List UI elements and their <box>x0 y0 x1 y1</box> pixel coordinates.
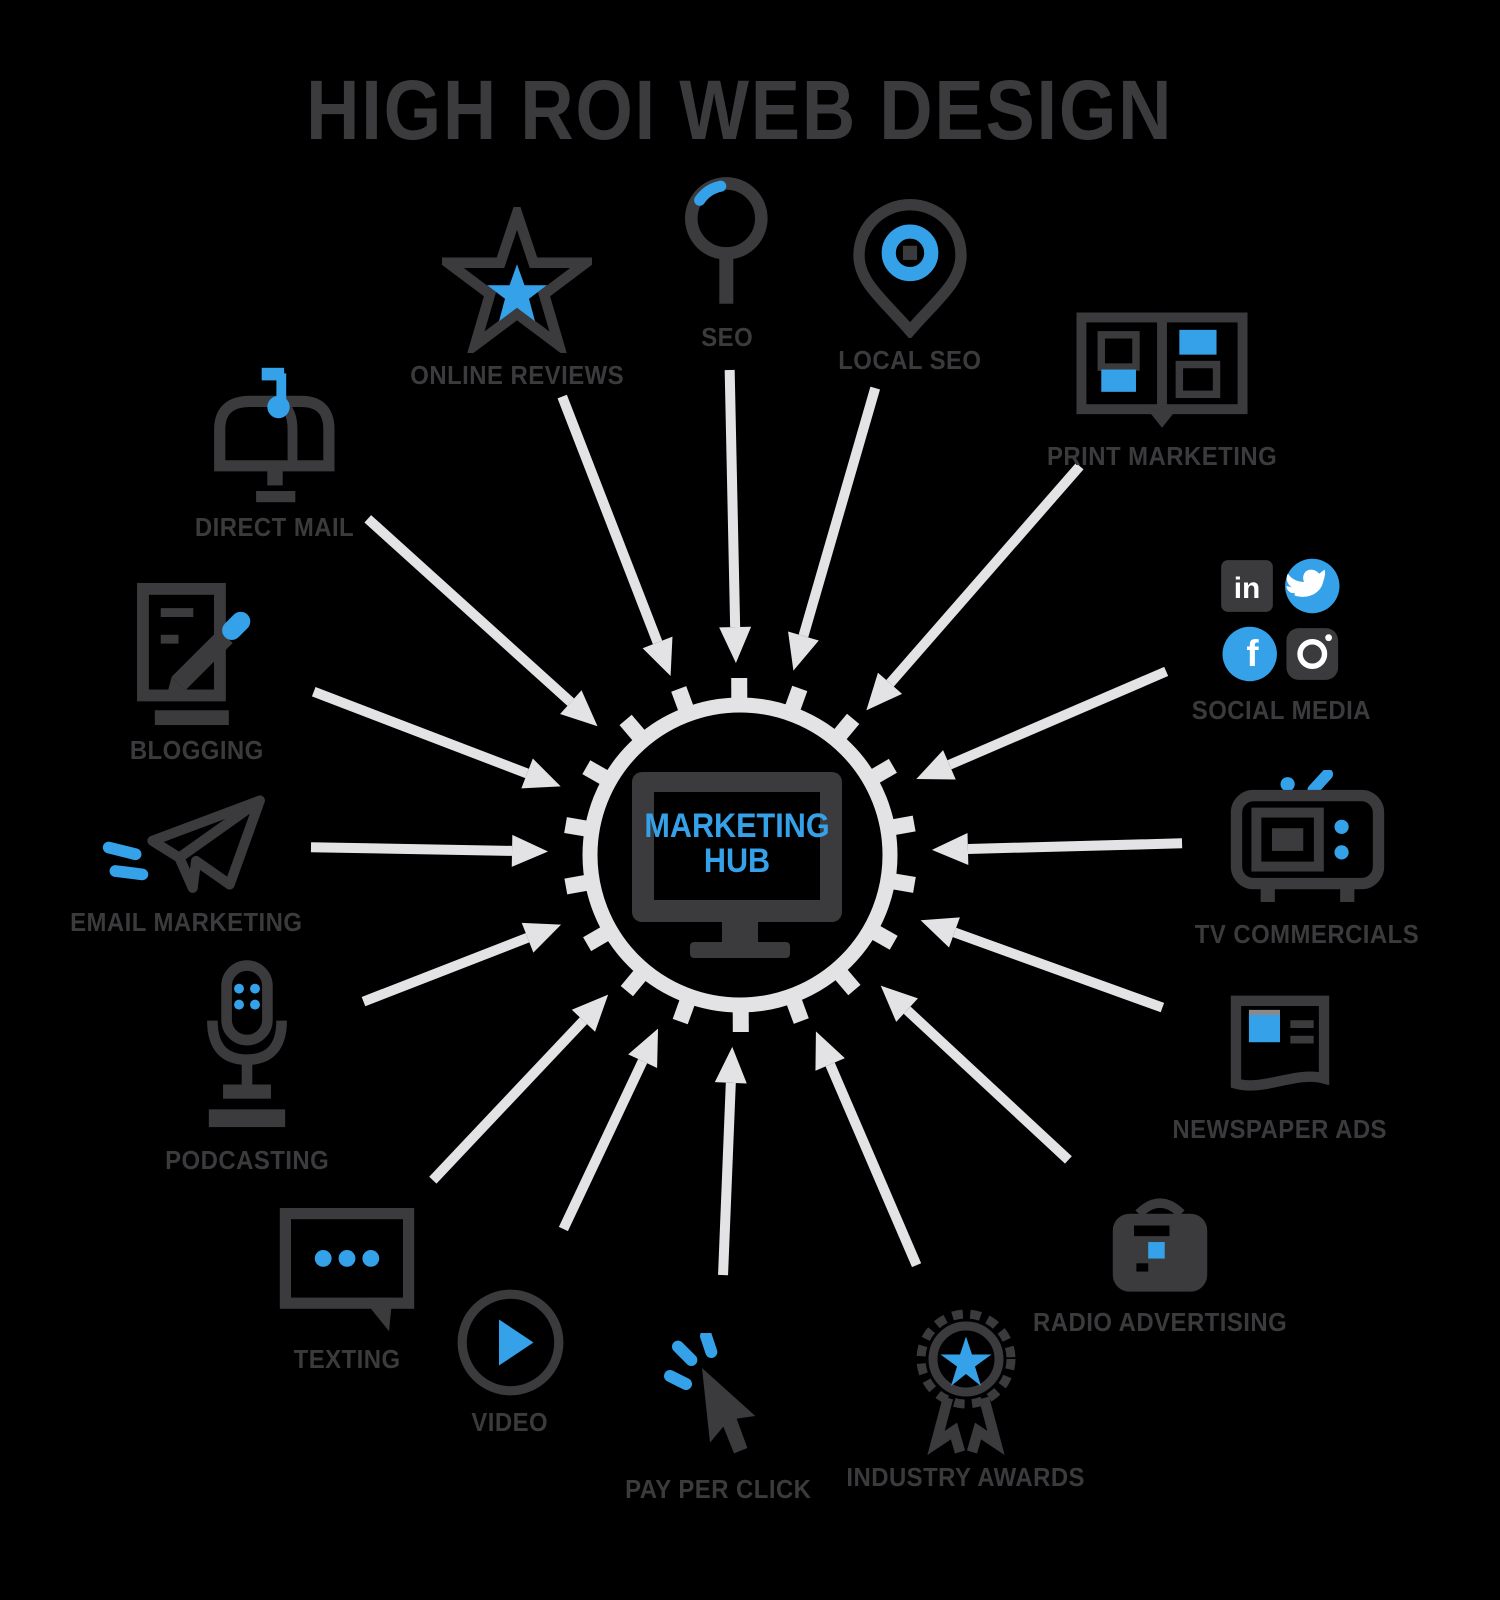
node-label: NEWSPAPER ADS <box>1172 1114 1388 1144</box>
node-texting: TEXTING <box>217 1205 477 1373</box>
magnifier-icon <box>685 177 768 304</box>
node-newspaper-ads: NEWSPAPER ADS <box>1150 993 1410 1143</box>
award-ribbon-icon <box>916 1309 1016 1455</box>
node-label: PODCASTING <box>164 1145 330 1175</box>
node-radio-advertising: RADIO ADVERTISING <box>1030 1190 1290 1336</box>
paper-plane-icon <box>102 795 265 893</box>
node-label: EMAIL MARKETING <box>69 907 303 937</box>
page-title: HIGH ROI WEB DESIGN <box>306 63 1174 157</box>
star-icon <box>442 207 592 353</box>
node-print-marketing: PRINT MARKETING <box>1032 310 1292 470</box>
node-video: VIDEO <box>380 1285 640 1436</box>
node-label: RADIO ADVERTISING <box>1032 1307 1288 1337</box>
chat-bubble-icon <box>279 1208 415 1332</box>
node-label: PRINT MARKETING <box>1046 441 1278 471</box>
microphone-icon <box>207 960 287 1128</box>
node-label: SEO <box>701 322 753 352</box>
marketing-hub-monitor-icon <box>632 772 842 958</box>
node-email-marketing: EMAIL MARKETING <box>56 790 316 936</box>
mailbox-icon <box>214 367 335 503</box>
node-label: LOCAL SEO <box>838 345 982 375</box>
node-podcasting: PODCASTING <box>117 960 377 1174</box>
node-industry-awards: INDUSTRY AWARDS <box>836 1305 1096 1491</box>
svg-text:f: f <box>1246 633 1259 674</box>
hub-label-line1: MARKETING <box>644 807 830 846</box>
node-pay-per-click: PAY PER CLICK <box>588 1333 848 1503</box>
newspaper-icon <box>1230 995 1330 1091</box>
node-label: BLOGGING <box>130 735 264 765</box>
node-label: INDUSTRY AWARDS <box>846 1462 1086 1492</box>
magazine-icon <box>1076 312 1248 428</box>
node-direct-mail: DIRECT MAIL <box>145 365 405 541</box>
node-seo: SEO <box>597 175 857 351</box>
node-label: PAY PER CLICK <box>624 1474 812 1504</box>
node-label: SOCIAL MEDIA <box>1191 695 1371 725</box>
svg-text:in: in <box>1234 572 1261 605</box>
node-online-reviews: ONLINE REVIEWS <box>387 207 647 389</box>
map-pin-icon <box>853 198 967 338</box>
node-label: TV COMMERCIALS <box>1194 919 1420 949</box>
node-social-media: in f SOCIAL MEDIA <box>1151 552 1411 724</box>
node-label: VIDEO <box>471 1407 549 1437</box>
radio-icon <box>1112 1198 1208 1292</box>
node-tv-commercials: TV COMMERCIALS <box>1177 770 1437 948</box>
node-label: DIRECT MAIL <box>195 512 355 542</box>
hub-label-line2: HUB <box>703 842 771 880</box>
node-blogging: BLOGGING <box>67 580 327 764</box>
play-icon <box>457 1289 563 1396</box>
social-networks-icon: in f <box>1221 558 1340 682</box>
notepad-pencil-icon <box>137 582 251 726</box>
node-local-seo: LOCAL SEO <box>780 196 1040 374</box>
node-label: ONLINE REVIEWS <box>410 360 624 390</box>
node-label: TEXTING <box>293 1344 401 1374</box>
tv-icon <box>1230 770 1384 903</box>
cursor-click-icon <box>664 1333 756 1454</box>
hub-label: MARKETING HUB <box>644 793 829 895</box>
